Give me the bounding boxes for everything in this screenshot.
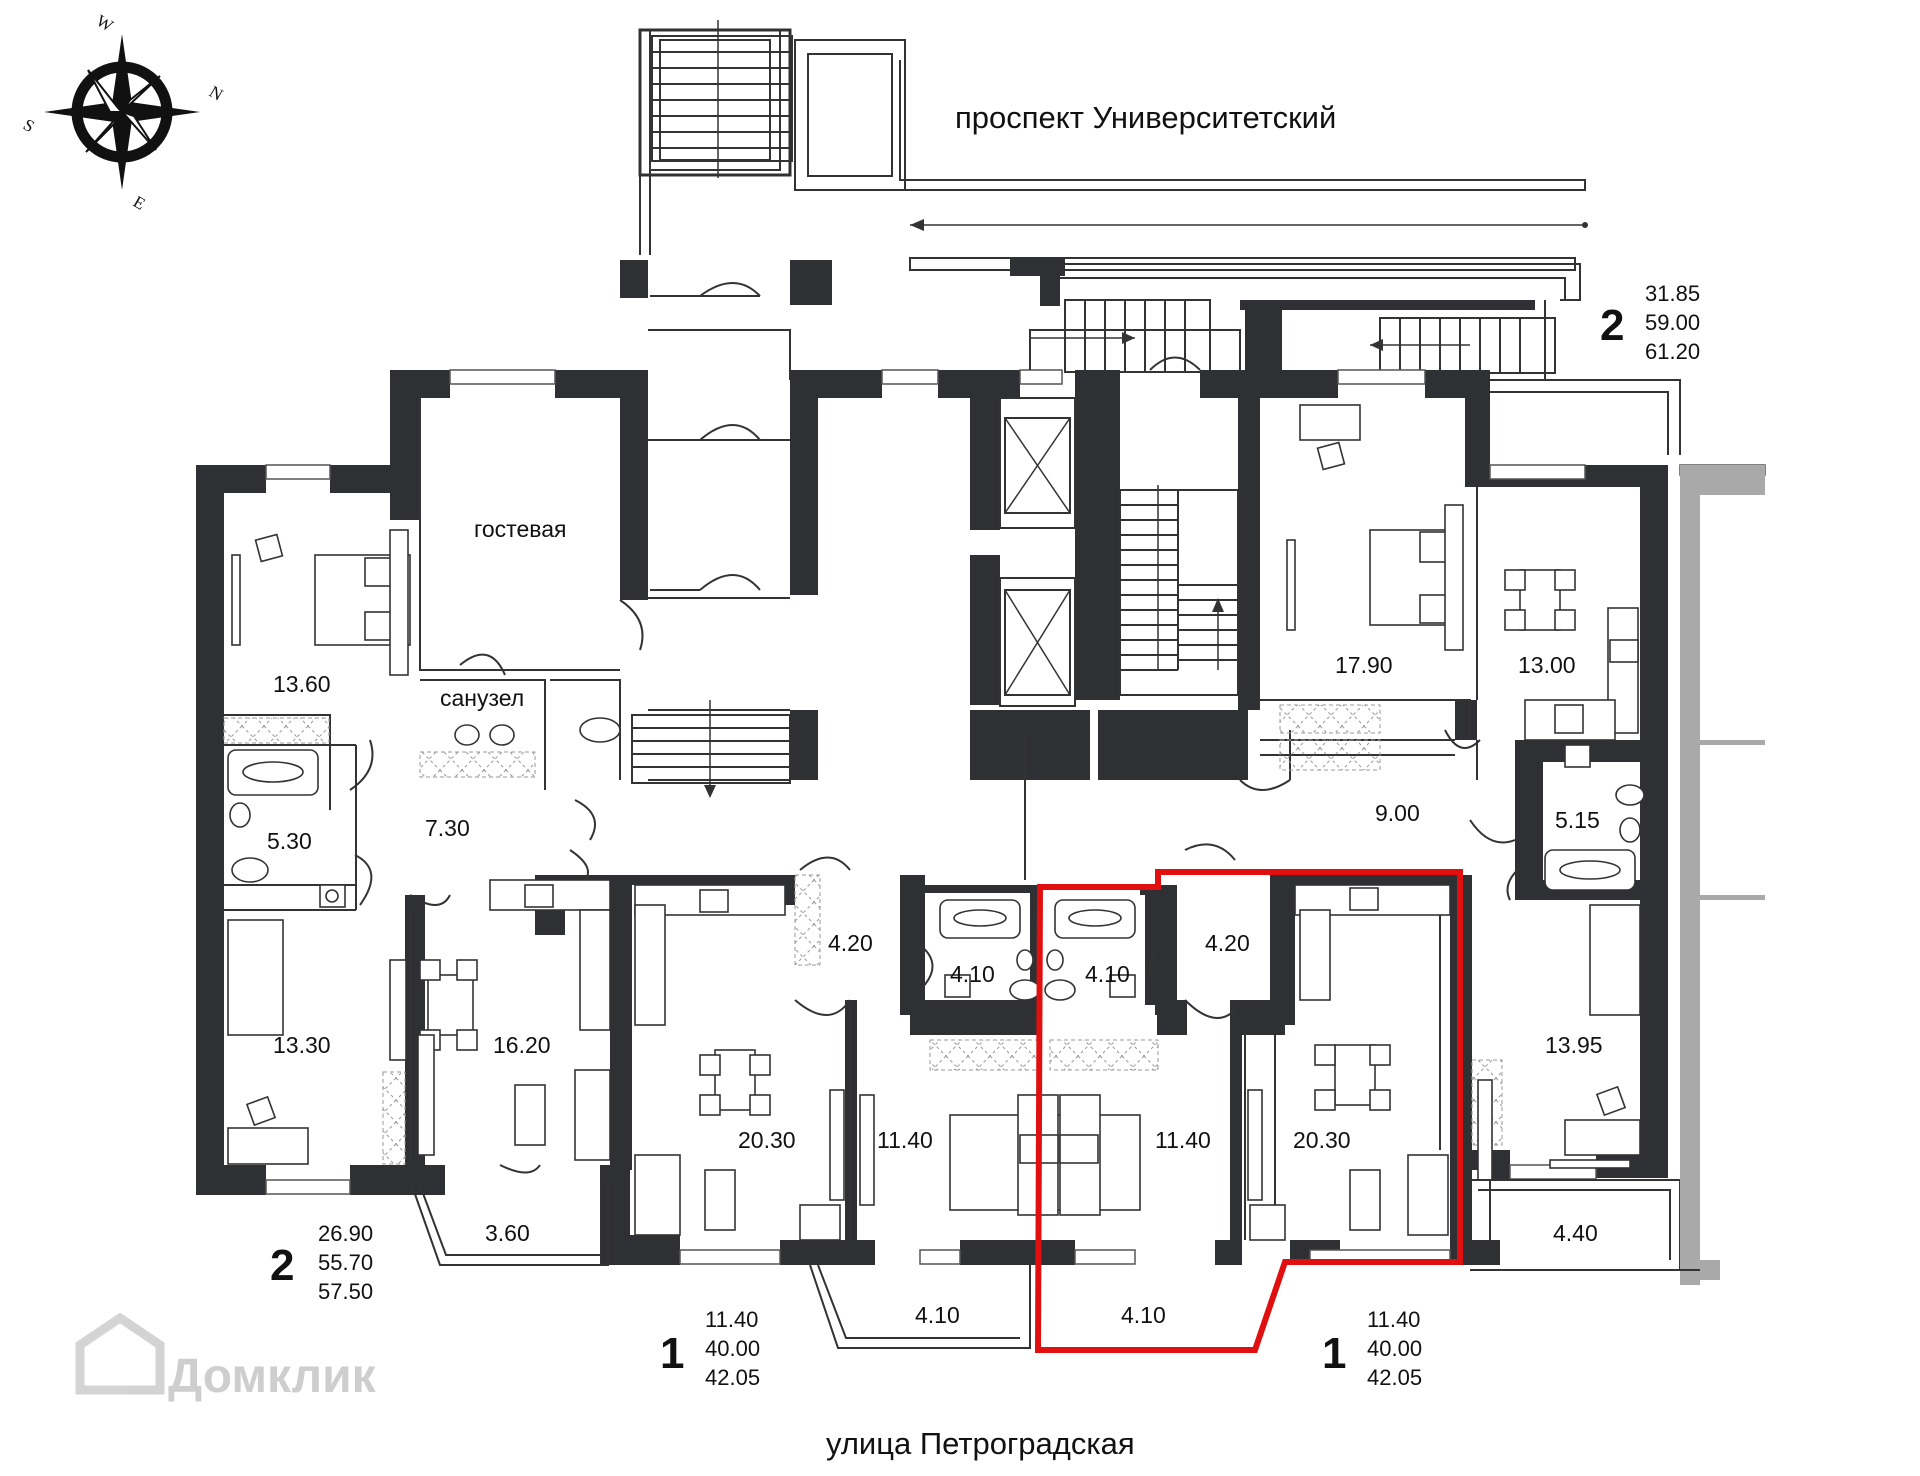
compass-w-label: W [93,11,117,36]
apartment-living-area: 11.40 [705,1307,758,1332]
compass-e-label: E [130,192,148,214]
room-guest-label: гостевая [474,516,566,542]
room-area-label: 13.30 [273,1032,331,1058]
stairs-lower [631,295,791,798]
room-area-label: 4.10 [1085,961,1130,987]
apartment-rooms-count: 1 [1322,1329,1346,1378]
apartment-rooms-count: 1 [660,1329,684,1378]
balconies [409,465,1765,1349]
room-area-label: 13.00 [1518,652,1576,678]
compass-rose-icon: W N S E [20,11,226,214]
room-area-label: 4.10 [1121,1302,1166,1328]
elevator-shafts [999,397,1076,707]
stairwell [1119,485,1239,696]
street-north-label: проспект Университетский [955,100,1336,135]
apartment-rooms-count: 2 [270,1241,294,1290]
watermark-text: Домклик [168,1350,377,1403]
watermark: Домклик [75,1312,377,1403]
building-walls [196,260,1668,1265]
apartment-summary: 1 11.40 40.00 42.05 [660,1307,760,1390]
apartment-total-with-balcony: 42.05 [705,1365,760,1390]
room-area-label: 16.20 [493,1032,551,1058]
room-area-label: 4.10 [950,961,995,987]
room-area-label: 4.40 [1553,1220,1598,1246]
doors [349,282,1641,1174]
entrance-structures [638,20,1766,476]
selected-apartment-outline[interactable] [1034,869,1463,1353]
room-area-label: 9.00 [1375,800,1420,826]
apartment-total-with-balcony: 57.50 [318,1279,373,1304]
room-area-label: 4.20 [1205,930,1250,956]
room-area-label: 4.10 [915,1302,960,1328]
room-area-label: 13.95 [1545,1032,1603,1058]
room-area-label: 5.15 [1555,807,1600,833]
room-area-label: 5.30 [267,828,312,854]
room-wc-label: санузел [440,685,524,711]
room-area-label: 11.40 [1155,1127,1211,1153]
apartment-rooms-count: 2 [1600,301,1624,350]
apartment-living-area: 26.90 [318,1221,373,1246]
house-logo-icon [75,1312,165,1395]
room-area-label: 3.60 [485,1220,530,1246]
apartment-summary: 2 26.90 55.70 57.50 [270,1221,373,1304]
apartment-living-area: 11.40 [1367,1307,1420,1332]
room-area-label: 11.40 [877,1127,933,1153]
room-area-label: 7.30 [425,815,470,841]
apartment-total-with-balcony: 61.20 [1645,339,1700,364]
apartment-total-area: 40.00 [705,1336,760,1361]
apartment-total-area: 40.00 [1367,1336,1422,1361]
apartment-summary: 1 11.40 40.00 42.05 [1322,1307,1422,1390]
room-area-label: 20.30 [738,1127,796,1153]
compass-s-label: S [20,115,38,136]
room-area-label: 20.30 [1293,1127,1351,1153]
apartment-total-area: 59.00 [1645,310,1700,335]
street-south-label: улица Петроградская [826,1426,1135,1461]
room-area-label: 4.20 [828,930,873,956]
apartment-total-area: 55.70 [318,1250,373,1275]
room-area-label: 17.90 [1335,652,1393,678]
furniture [227,404,1645,1241]
interior-lines [224,329,1491,1240]
compass-n-label: N [206,82,226,105]
room-area-label: 13.60 [273,671,331,697]
apartment-total-with-balcony: 42.05 [1367,1365,1422,1390]
apartment-summary: 2 31.85 59.00 61.20 [1600,281,1700,364]
apartment-living-area: 31.85 [1645,281,1700,306]
